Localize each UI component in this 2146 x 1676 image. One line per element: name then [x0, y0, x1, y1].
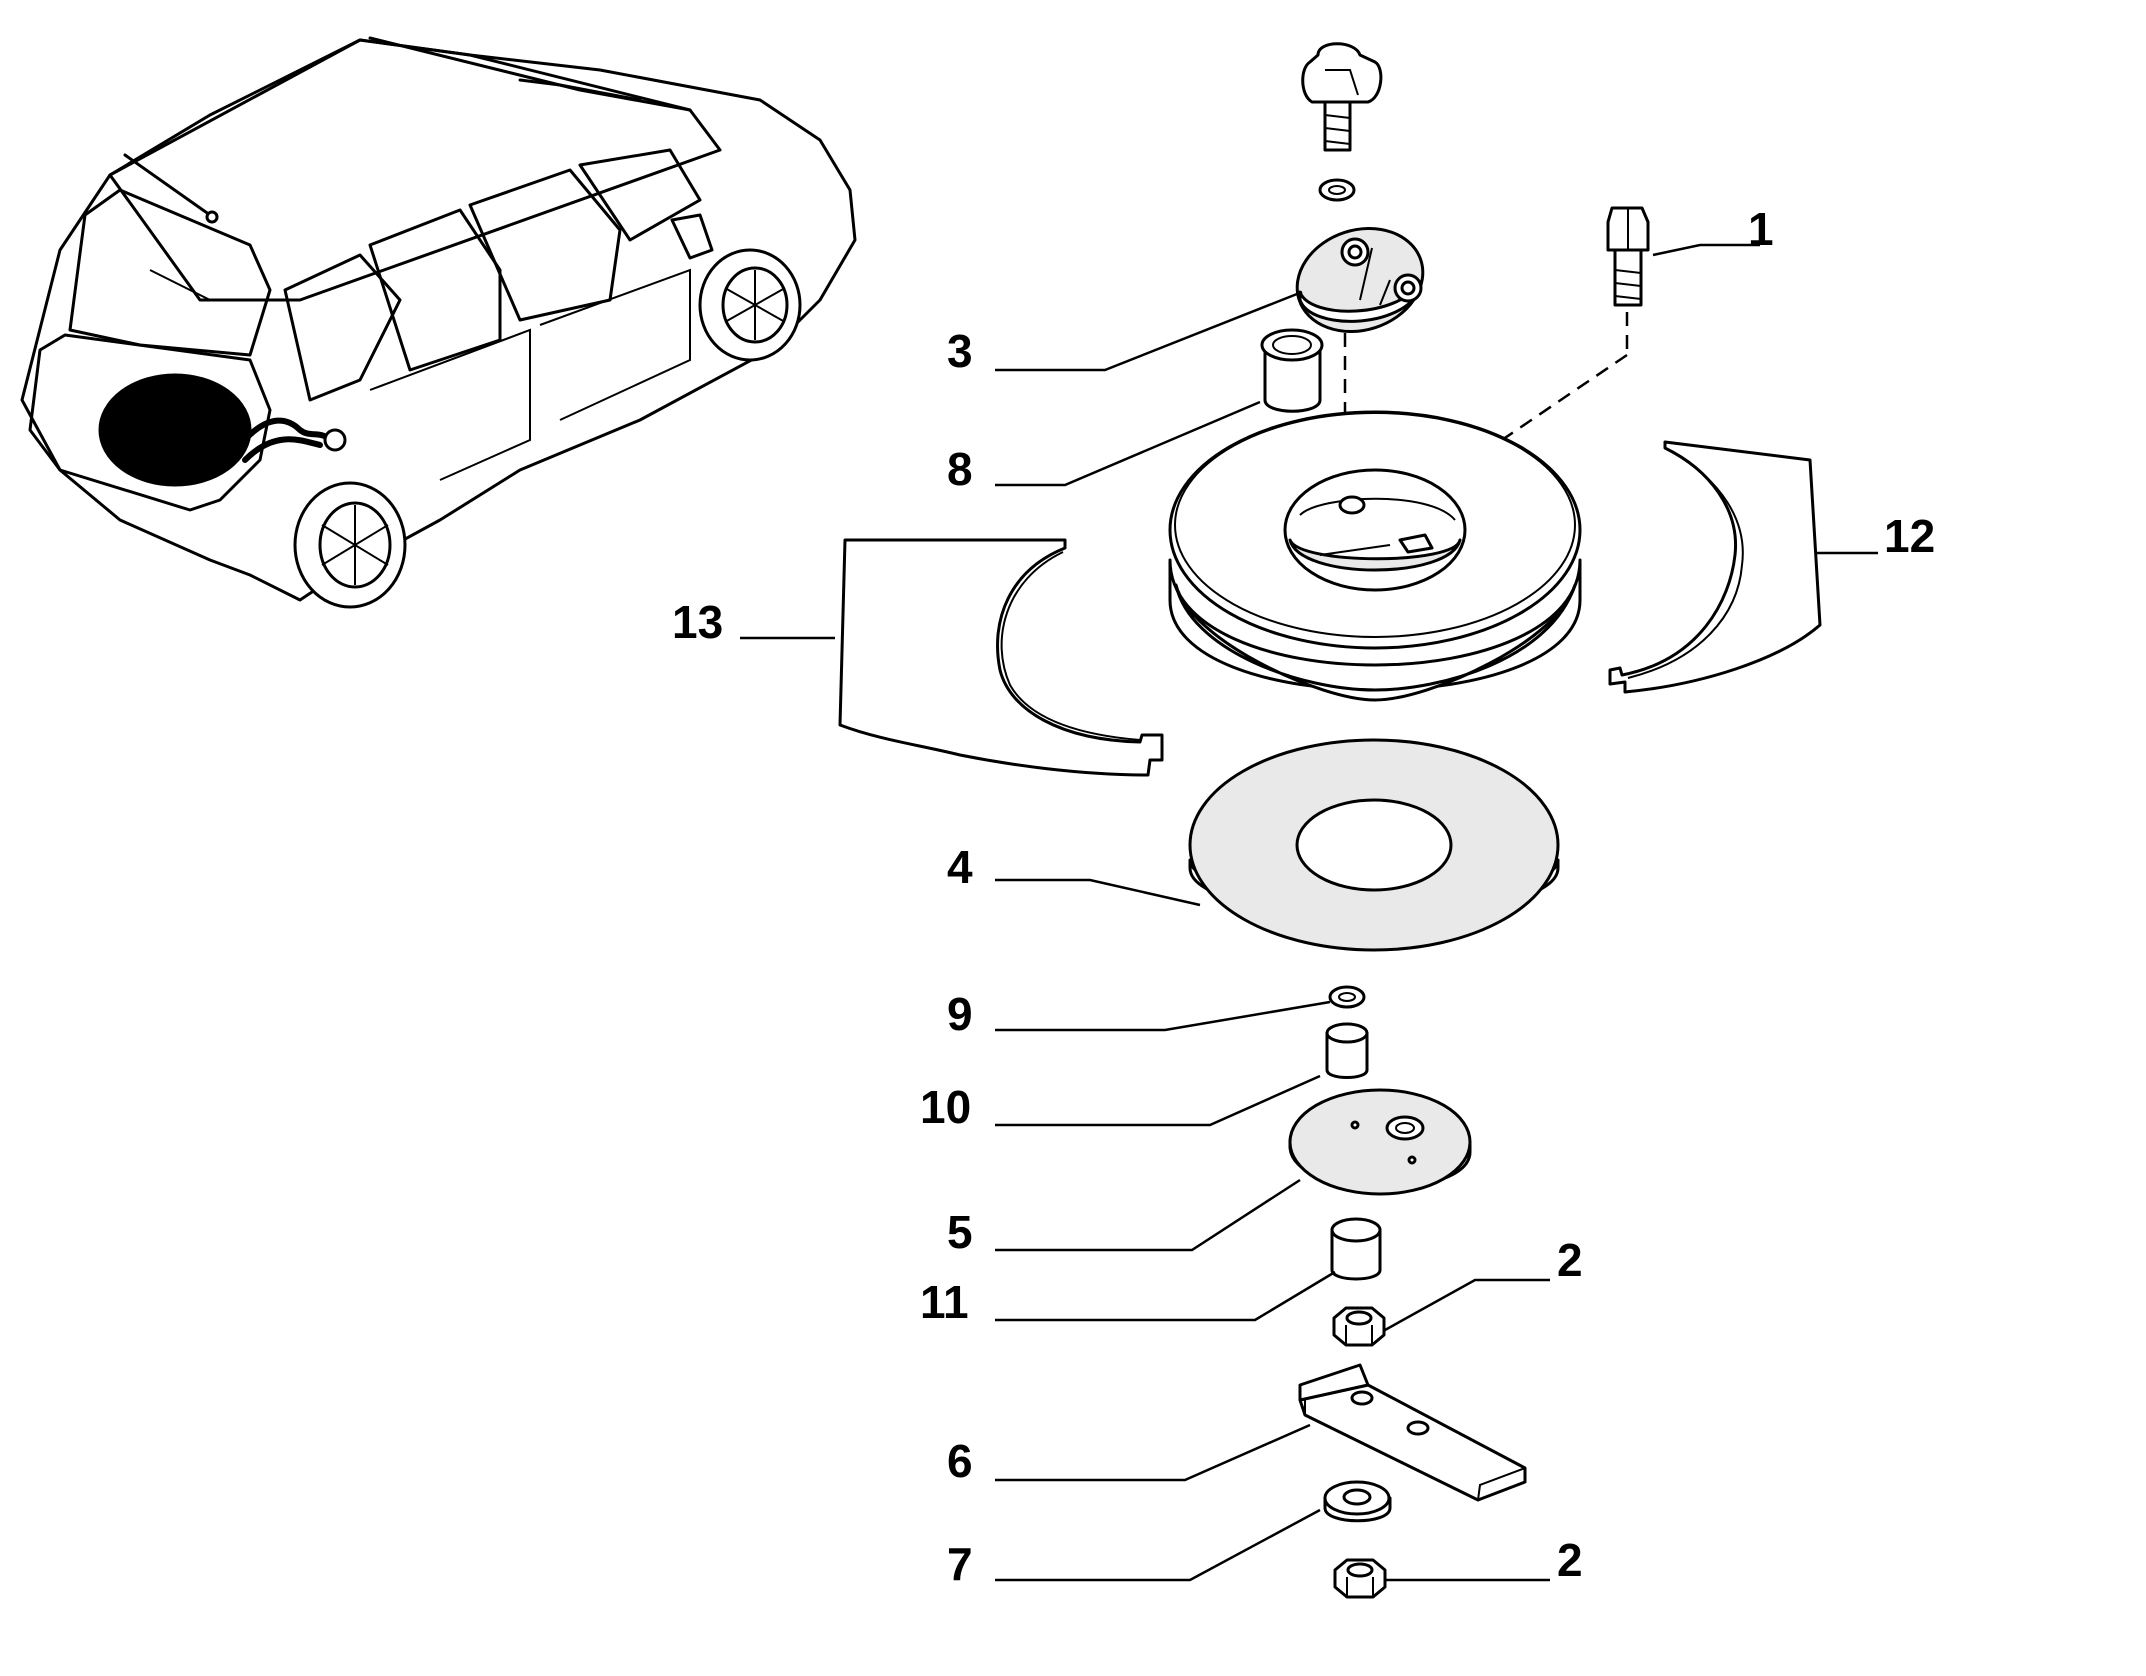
- callout-1: 1: [1748, 203, 1774, 255]
- car-illustration: [20, 36, 857, 609]
- part-3-plate: [1295, 226, 1425, 334]
- part-2-nut-upper: [1332, 1306, 1386, 1347]
- part-10-spacer: [1325, 1022, 1369, 1079]
- wing-knob-bolt: [1301, 42, 1383, 202]
- callout-5: 5: [947, 1206, 973, 1258]
- callout-7: 7: [947, 1538, 973, 1590]
- callout-11: 11: [920, 1276, 969, 1328]
- part-7-washer: [1323, 1480, 1392, 1523]
- leader-lines: [740, 243, 1878, 1582]
- callout-6: 6: [947, 1435, 973, 1487]
- spare-wheel-highlight: [98, 373, 252, 487]
- callout-2-upper: 2: [1557, 1234, 1583, 1286]
- part-11-spacer: [1330, 1217, 1382, 1281]
- callout-2-lower: 2: [1557, 1534, 1583, 1586]
- part-1-bolt: [1606, 206, 1650, 307]
- callout-3: 3: [947, 325, 973, 377]
- spare-wheel: [1168, 410, 1582, 702]
- callout-10: 10: [920, 1081, 971, 1133]
- part-6-bracket: [1298, 1363, 1527, 1502]
- callout-9: 9: [947, 988, 973, 1040]
- part-9-washer: [1328, 985, 1366, 1009]
- part-8-bushing: [1260, 328, 1324, 413]
- part-2-nut-lower: [1333, 1558, 1387, 1599]
- callout-12: 12: [1884, 510, 1935, 562]
- part-13-cover: [838, 538, 1164, 777]
- part-5-plate: [1288, 1088, 1472, 1196]
- part-12-cover: [1608, 440, 1822, 694]
- callout-8: 8: [947, 443, 973, 495]
- callouts: 1 2 2 3 4 5 6 7 8 9 10 11 12 13: [672, 203, 1935, 1590]
- part-4-disc: [1188, 738, 1560, 952]
- callout-4: 4: [947, 841, 973, 893]
- callout-13: 13: [672, 596, 723, 648]
